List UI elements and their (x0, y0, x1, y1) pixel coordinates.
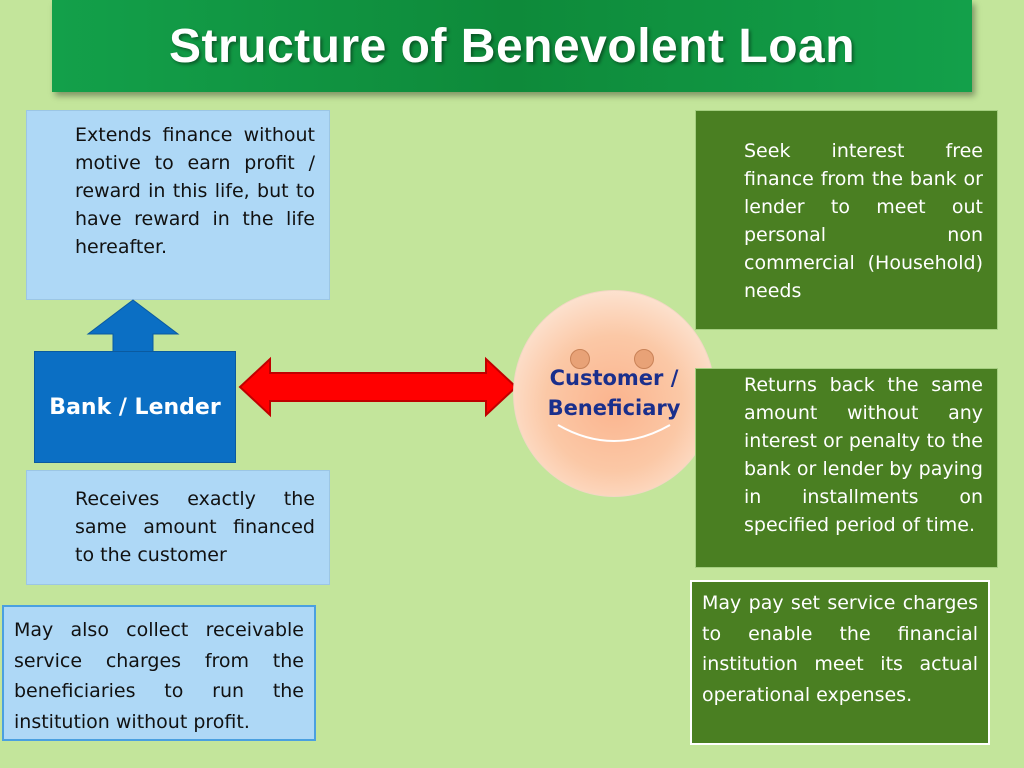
page-title: Structure of Benevolent Loan (168, 19, 856, 73)
customer-seek-text: Seek interest free finance from the bank… (744, 140, 983, 302)
bank-receives-box: Receives exactly the same amount finance… (26, 470, 330, 585)
double-arrow-icon (238, 356, 518, 418)
customer-pay-box: May pay set service charges to enable th… (690, 580, 990, 745)
title-bar: Structure of Benevolent Loan (52, 0, 972, 92)
smile-icon (557, 424, 671, 442)
bank-receives-text: Receives exactly the same amount finance… (75, 488, 315, 566)
customer-label-line1: Customer / (549, 366, 679, 390)
bank-lender-label: Bank / Lender (49, 394, 221, 420)
bank-collect-box: May also collect receivable service char… (2, 605, 316, 741)
right-eye (634, 349, 654, 369)
customer-label-line2: Beneficiary (547, 396, 681, 420)
customer-returns-box: Returns back the same amount without any… (695, 368, 998, 568)
customer-seek-box: Seek interest free finance from the bank… (695, 110, 998, 330)
smiley-face-icon: Customer / Beneficiary (513, 290, 715, 497)
bank-extends-box: Extends finance without motive to earn p… (26, 110, 330, 300)
bank-extends-text: Extends finance without motive to earn p… (75, 124, 315, 258)
customer-returns-text: Returns back the same amount without any… (744, 374, 983, 536)
bank-collect-text: May also collect receivable service char… (14, 619, 304, 733)
customer-pay-text: May pay set service charges to enable th… (702, 592, 978, 706)
customer-beneficiary-label: Customer / Beneficiary (514, 363, 714, 423)
up-arrow-icon (86, 299, 180, 354)
left-eye (570, 349, 590, 369)
bank-lender-box: Bank / Lender (34, 351, 236, 463)
